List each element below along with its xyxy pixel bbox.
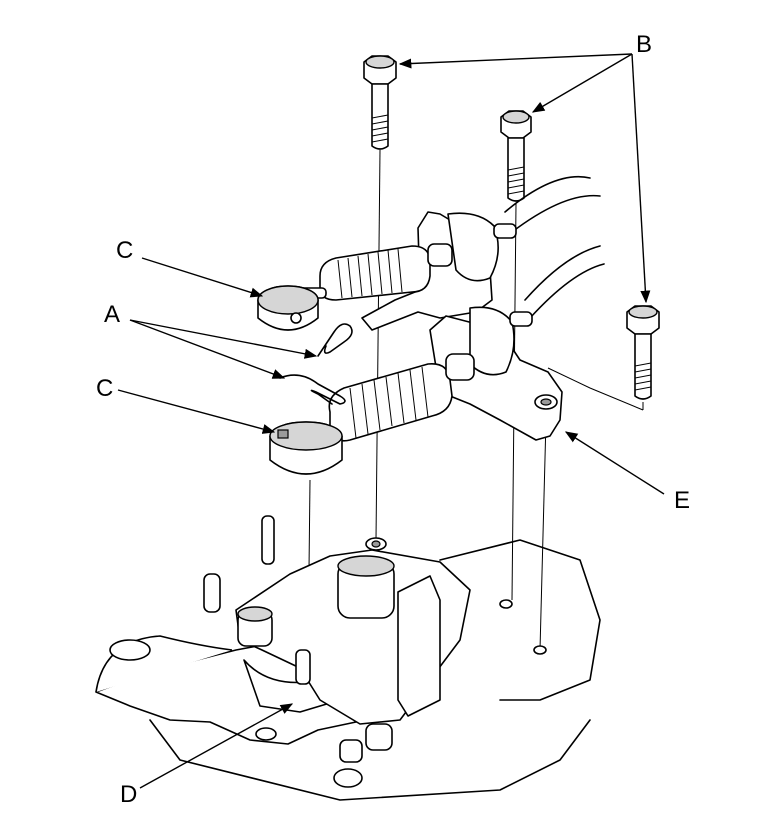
callout-a: A [104,301,120,328]
callout-c-upper: C [116,237,133,264]
upper-cable-end [257,243,453,331]
bolt-2 [500,110,532,202]
callout-c-lower: C [96,375,113,402]
callout-b: B [636,31,652,58]
bolt-3 [626,305,660,400]
leader-lines [117,53,665,789]
clip-lower [279,374,346,405]
clip-upper [317,323,353,357]
callout-e: E [674,487,690,514]
shift-cables [504,176,605,319]
bolt-1 [363,55,397,150]
transmission-housing [95,515,601,801]
lower-cable-end [269,353,475,475]
callout-d: D [120,781,137,808]
